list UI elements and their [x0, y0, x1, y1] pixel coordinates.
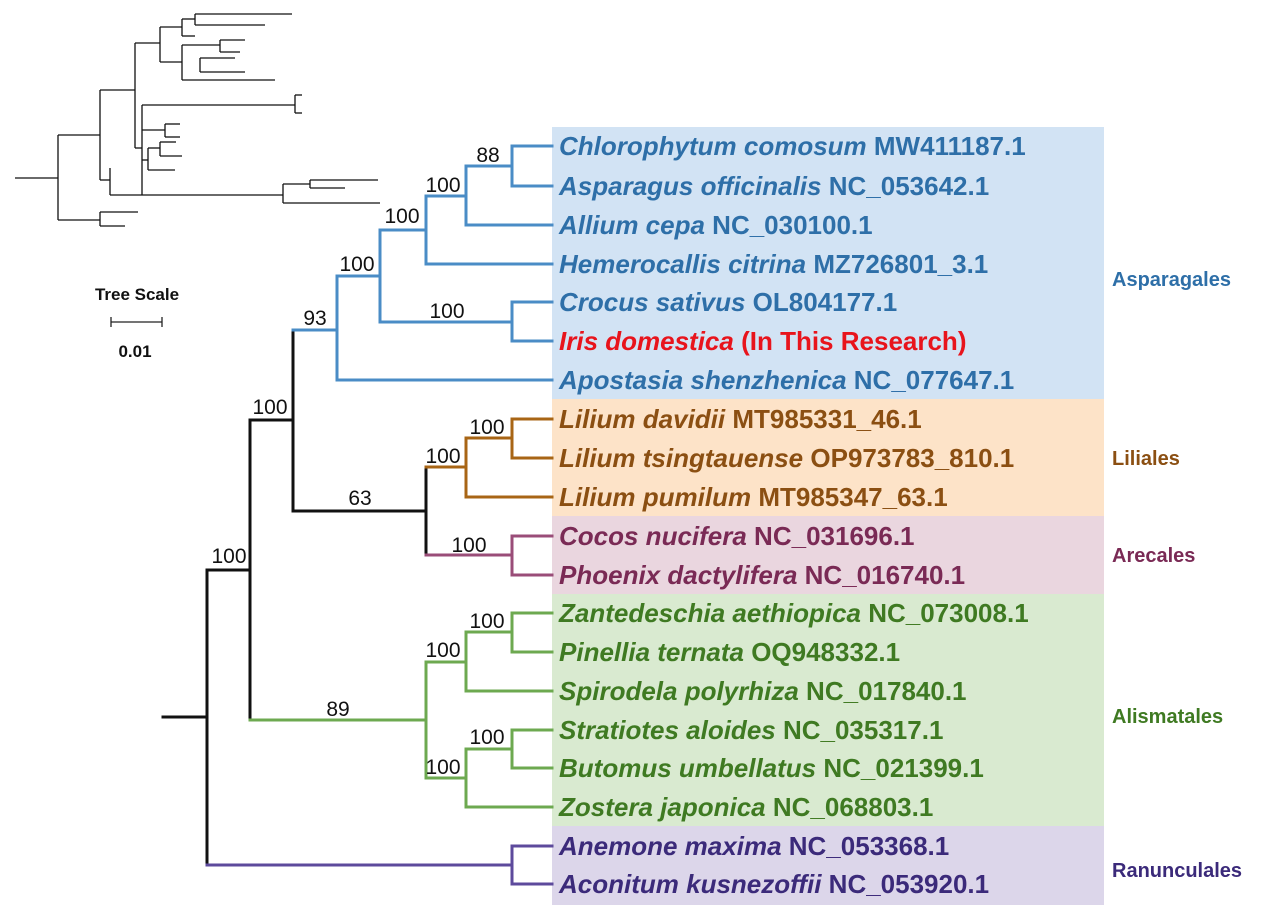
bootstrap-liliales-inner: 100	[469, 416, 504, 439]
tree-scale: Tree Scale 0.01	[95, 285, 179, 361]
tree-scale-value: 0.01	[118, 342, 151, 361]
tip-label: Lilium pumilum MT985347_63.1	[559, 482, 948, 512]
tip-label: Spirodela polyrhiza NC_017840.1	[559, 676, 967, 706]
accession: MW411187.1	[867, 131, 1026, 161]
accession: (In This Research)	[734, 326, 967, 356]
tip-label: Iris domestica (In This Research)	[559, 326, 966, 356]
tip-label: Allium cepa NC_030100.1	[558, 210, 873, 240]
species-name: Apostasia shenzhenica	[558, 365, 847, 395]
species-name: Zostera japonica	[558, 792, 766, 822]
bootstrap-plus-allium: 100	[425, 174, 460, 197]
bootstrap-alismatales: 89	[326, 698, 349, 721]
bootstrap-liliales: 100	[425, 445, 460, 468]
accession: OL804177.1	[745, 287, 897, 317]
tree-branches	[161, 144, 554, 886]
species-name: Crocus sativus	[559, 287, 745, 317]
band-arecales	[552, 516, 1104, 594]
accession: NC_031696.1	[747, 521, 915, 551]
species-name: Pinellia ternata	[559, 637, 744, 667]
tip-label: Lilium tsingtauense OP973783_810.1	[559, 443, 1014, 473]
accession: NC_053920.1	[821, 869, 989, 899]
tip-label: Lilium davidii MT985331_46.1	[559, 404, 922, 434]
accession: NC_021399.1	[816, 753, 984, 783]
tip-label: Aconitum kusnezoffii NC_053920.1	[558, 869, 989, 899]
tip-label: Phoenix dactylifera NC_016740.1	[559, 560, 965, 590]
species-name: Lilium davidii	[559, 404, 726, 434]
accession: NC_077647.1	[847, 365, 1015, 395]
bootstrap-chlorophytum-asparagus: 88	[476, 144, 499, 167]
bootstrap-crocus-iris: 100	[429, 300, 464, 323]
species-name: Aconitum kusnezoffii	[558, 869, 822, 899]
tip-label: Pinellia ternata OQ948332.1	[559, 637, 900, 667]
species-name: Lilium tsingtauense	[559, 443, 803, 473]
bootstrap-monocots-core: 100	[252, 396, 287, 419]
species-name: Asparagus officinalis	[558, 171, 822, 201]
species-name: Spirodela polyrhiza	[559, 676, 799, 706]
band-liliales	[552, 399, 1104, 516]
order-labels: AsparagalesLilialesArecalesAlismatalesRa…	[1112, 269, 1242, 882]
bootstrap-plus-hemerocallis: 100	[384, 205, 419, 228]
accession: MT985347_63.1	[751, 482, 948, 512]
accession: MT985331_46.1	[725, 404, 922, 434]
accession: OQ948332.1	[744, 637, 900, 667]
band-asparagales	[552, 127, 1104, 399]
species-name: Phoenix dactylifera	[559, 560, 797, 590]
species-name: Anemone maxima	[558, 831, 782, 861]
tip-label: Butomus umbellatus NC_021399.1	[559, 753, 984, 783]
accession: NC_035317.1	[776, 715, 944, 745]
bootstrap-alismatales-bottom: 100	[425, 756, 460, 779]
bootstrap-asparagales-core: 100	[339, 253, 374, 276]
band-alismatales	[552, 594, 1104, 826]
species-name: Iris domestica	[559, 326, 734, 356]
tip-label: Chlorophytum comosum MW411187.1	[559, 131, 1026, 161]
bootstrap-asparagales-all: 93	[303, 307, 326, 330]
accession: NC_073008.1	[861, 598, 1029, 628]
accession: NC_068803.1	[766, 792, 934, 822]
species-name: Hemerocallis citrina	[559, 249, 806, 279]
tip-label: Zostera japonica NC_068803.1	[558, 792, 933, 822]
bootstrap-alismatales-inner1: 100	[469, 610, 504, 633]
species-name: Butomus umbellatus	[559, 753, 816, 783]
accession: NC_030100.1	[705, 210, 873, 240]
accession: NC_053642.1	[822, 171, 990, 201]
order-label-alismatales: Alismatales	[1112, 706, 1223, 728]
bootstrap-alismatales-inner2: 100	[469, 726, 504, 749]
order-label-asparagales: Asparagales	[1112, 269, 1231, 291]
species-name: Chlorophytum comosum	[559, 131, 867, 161]
tip-label: Apostasia shenzhenica NC_077647.1	[558, 365, 1014, 395]
tip-label: Hemerocallis citrina MZ726801_3.1	[559, 249, 988, 279]
tip-label: Zantedeschia aethiopica NC_073008.1	[558, 598, 1029, 628]
order-label-liliales: Liliales	[1112, 448, 1180, 470]
tip-label: Anemone maxima NC_053368.1	[558, 831, 949, 861]
bootstrap-ingroup: 100	[211, 545, 246, 568]
tip-label: Asparagus officinalis NC_053642.1	[558, 171, 989, 201]
accession: NC_016740.1	[797, 560, 965, 590]
species-name: Lilium pumilum	[559, 482, 751, 512]
order-label-ranunculales: Ranunculales	[1112, 860, 1242, 882]
bootstrap-liliales-arecales: 63	[348, 487, 371, 510]
accession: OP973783_810.1	[803, 443, 1014, 473]
bootstrap-values: 88 100 100 100 100 93 100 100 100 63 100 100 100 100 1…	[211, 144, 504, 779]
tip-labels: Chlorophytum comosum MW411187.1Asparagus…	[558, 131, 1029, 899]
species-name: Zantedeschia aethiopica	[558, 598, 861, 628]
species-name: Stratiotes aloides	[559, 715, 776, 745]
species-name: Cocos nucifera	[559, 521, 747, 551]
accession: MZ726801_3.1	[806, 249, 988, 279]
unscaled-tree-thumbnail	[15, 13, 380, 227]
order-bands	[552, 127, 1104, 905]
tip-label: Stratiotes aloides NC_035317.1	[559, 715, 943, 745]
band-ranunculales	[552, 826, 1104, 905]
accession: NC_017840.1	[799, 676, 967, 706]
bootstrap-arecales: 100	[451, 534, 486, 557]
tree-scale-title: Tree Scale	[95, 285, 179, 304]
tip-label: Crocus sativus OL804177.1	[559, 287, 897, 317]
accession: NC_053368.1	[782, 831, 950, 861]
bootstrap-alismatales-top: 100	[425, 639, 460, 662]
species-name: Allium cepa	[558, 210, 705, 240]
order-label-arecales: Arecales	[1112, 545, 1195, 567]
tip-label: Cocos nucifera NC_031696.1	[559, 521, 915, 551]
